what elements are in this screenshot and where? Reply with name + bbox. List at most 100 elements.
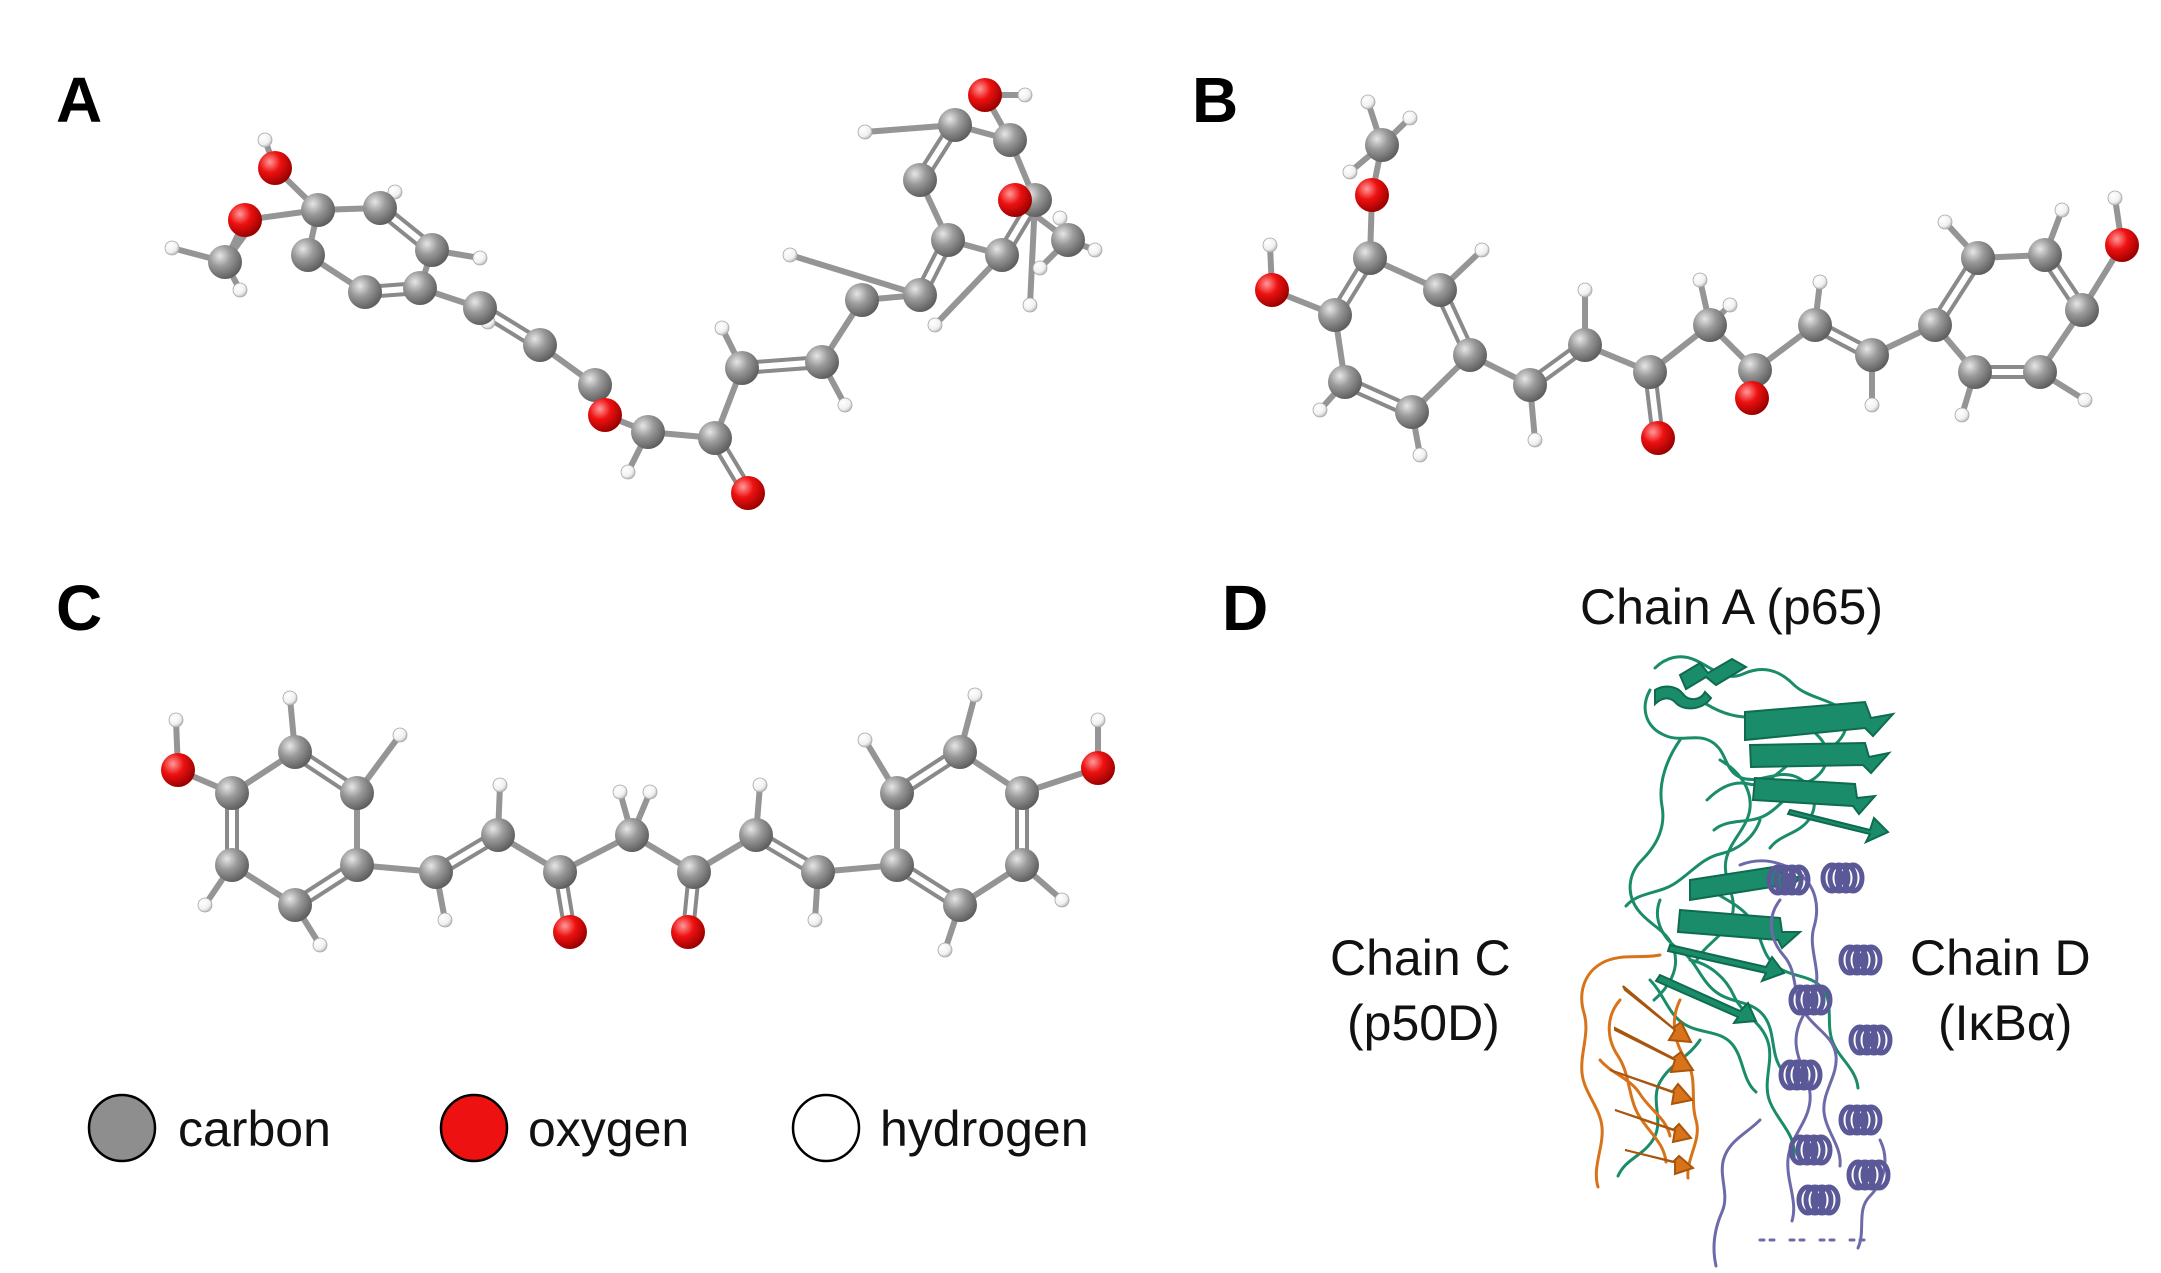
panel-label-b: B [1192,64,1238,136]
hydrogen-atom [472,250,488,266]
carbon-atom [340,776,374,810]
alpha-helix-turn [1862,1024,1886,1056]
hydrogen-atom [1577,282,1593,298]
hydrogen-atom [2054,202,2070,218]
hydrogen-atom [257,132,273,148]
carbon-atom [278,735,312,769]
carbon-atom [1918,308,1952,342]
chain-d-ribbon [1712,859,1887,1268]
alpha-helix-turn [1838,1104,1862,1136]
carbon-atom [931,223,965,257]
oxygen-atom [161,753,195,787]
atom-group [1255,94,2139,463]
carbon-atom [1365,128,1399,162]
carbon-atom [845,283,879,317]
hydrogen-atom [1312,402,1328,418]
carbon-atom [993,123,1027,157]
oxygen-atom [588,398,622,432]
hydrogen-atom [612,784,628,800]
oxygen-atom [1735,381,1769,415]
alpha-helix-turn [1820,862,1844,894]
chain-d-label-line2: (IκBα) [1938,995,2072,1051]
hydrogen-atom [1864,397,1880,413]
hydrogen-atom [197,897,213,913]
carbon-atom [415,233,449,267]
alpha-helix-turn [1792,1059,1816,1091]
legend-hydrogen-swatch [791,1093,861,1163]
carbon-atom [698,421,732,455]
molecule-b [1255,94,2139,463]
oxygen-atom [731,476,765,510]
oxygen-atom [1081,751,1115,785]
alpha-helix-turn [1845,1104,1869,1136]
bond [1027,197,1038,308]
legend-hydrogen-label: hydrogen [880,1101,1089,1157]
alpha-helix-turn [1780,864,1804,896]
hydrogen-atom [1412,447,1428,463]
carbon-atom [880,776,914,810]
legend-carbon-label: carbon [178,1101,331,1157]
hydrogen-atom [164,240,180,256]
oxygen-atom [1355,178,1389,212]
oxygen-atom [1255,273,1289,307]
legend-carbon-swatch [87,1093,157,1163]
chain-a-beta-sheets [1654,657,1896,1025]
chain-d-label-line1: Chain D [1910,930,2091,986]
alpha-helix-turn [1834,862,1858,894]
protein-ribbon-structure [1580,655,1896,1268]
carbon-atom [215,848,249,882]
hydrogen-atom [168,712,184,728]
carbon-atom [739,818,773,852]
carbon-atom [278,888,312,922]
alpha-helix-turn [1846,1159,1870,1191]
alpha-helix-turn [1787,864,1811,896]
hydrogen-atom [1954,407,1970,423]
carbon-atom [1005,848,1039,882]
carbon-atom [1798,308,1832,342]
carbon-atom [943,888,977,922]
hydrogen-atom [1087,242,1103,258]
hydrogen-atom [1032,260,1048,276]
hydrogen-atom [1090,712,1106,728]
alpha-helix-turn [1766,864,1790,896]
chain-c-label-line2: (p50D) [1347,995,1500,1051]
chain-d-helices [1766,862,1893,1216]
hydrogen-atom [937,942,953,958]
carbon-atom [215,776,249,810]
chain-a-label: Chain A (p65) [1580,579,1883,635]
carbon-atom [1353,241,1387,275]
alpha-helix-turn [1810,1184,1834,1216]
carbon-atom [1328,365,1362,399]
alpha-helix-turn [1867,1159,1891,1191]
carbon-atom [631,415,665,449]
alpha-helix-turn [1795,984,1819,1016]
alpha-helix-turn [1809,1134,1833,1166]
carbon-atom [1005,776,1039,810]
chain-c-label-line1: Chain C [1330,930,1511,986]
hydrogen-atom [1692,272,1708,288]
hydrogen-atom [1722,297,1738,313]
alpha-helix-turn [1796,1184,1820,1216]
carbon-atom [1395,395,1429,429]
carbon-atom [943,735,977,769]
carbon-atom [340,848,374,882]
hydrogen-atom [642,784,658,800]
oxygen-atom [228,203,262,237]
carbon-atom [725,351,759,385]
carbon-atom [463,291,497,325]
oxygen-atom [553,915,587,949]
alpha-helix-turn [1817,1184,1841,1216]
hydrogen-atom [232,282,248,298]
carbon-atom [403,271,437,305]
atom-legend: carbon oxygen hydrogen [87,1093,1089,1163]
alpha-helix-turn [1841,862,1865,894]
alpha-helix-turn [1778,1059,1802,1091]
alpha-helix-turn [1853,1159,1877,1191]
carbon-atom [1423,273,1457,307]
alpha-helix-turn [1859,944,1883,976]
alpha-helix-turn [1852,944,1876,976]
carbon-atom [523,328,557,362]
alpha-helix-turn [1799,1059,1823,1091]
carbon-atom [880,848,914,882]
hydrogen-atom [2077,392,2093,408]
